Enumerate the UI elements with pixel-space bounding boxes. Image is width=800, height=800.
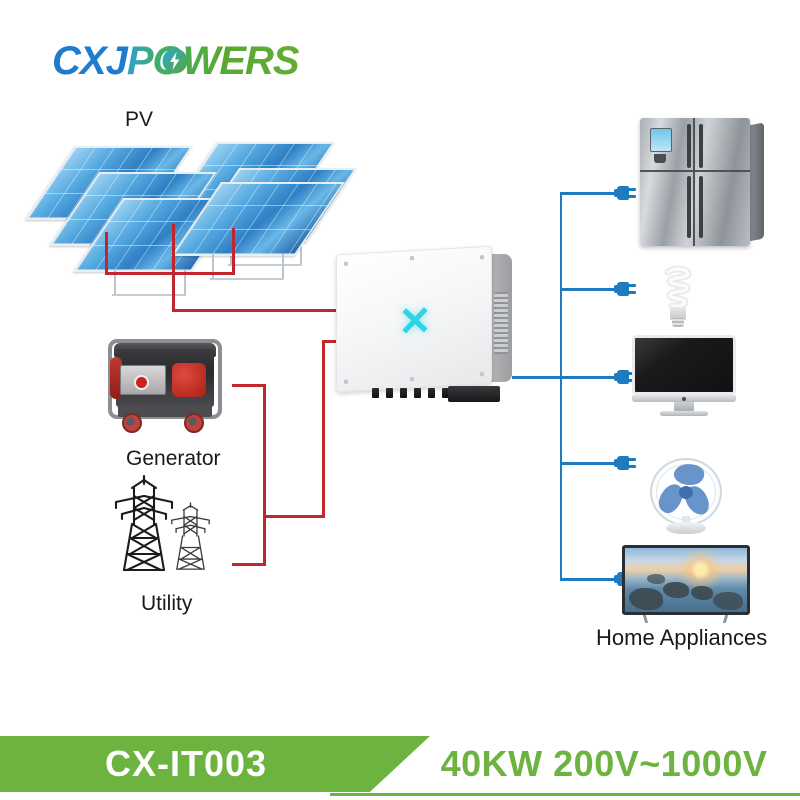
solar-inverter: ✕ xyxy=(336,245,512,402)
logo-text-green: POWERS xyxy=(126,39,300,83)
utility-wire-out xyxy=(232,563,266,566)
utility-grid-towers xyxy=(110,474,228,578)
pv-wire-bus-drop xyxy=(172,272,175,312)
banner-green-shape xyxy=(0,736,430,792)
table-fan xyxy=(648,458,724,540)
branch-monitor xyxy=(560,376,622,379)
logo-text-blue: CXJ xyxy=(52,39,128,83)
branch-fan xyxy=(560,462,622,465)
pv-wire-right-drop xyxy=(232,228,235,274)
pv-wire-bus xyxy=(105,272,235,275)
branch-refrigerator xyxy=(560,192,622,195)
transmission-tower-icon xyxy=(114,474,210,572)
plug-icon xyxy=(614,184,636,202)
tv-screen-image xyxy=(625,548,747,612)
solar-panel xyxy=(171,182,345,280)
computer-monitor xyxy=(632,335,736,417)
television xyxy=(622,545,750,623)
product-model-text: CX-IT003 xyxy=(104,743,268,784)
brand-logo: CXJPOWERS xyxy=(52,38,300,84)
refrigerator xyxy=(640,118,764,246)
branch-light-bulb xyxy=(560,288,622,291)
generator-label: Generator xyxy=(126,447,221,470)
ac-in-wire-to-inverter xyxy=(322,340,344,343)
inverter-terminal-block xyxy=(448,386,500,402)
spiral-tube-icon xyxy=(664,265,692,309)
pv-wire-left-drop xyxy=(105,232,108,274)
plug-icon xyxy=(614,280,636,298)
generator-wire-out xyxy=(232,384,266,387)
product-banner: CX-IT003 40KW 200V~1000V xyxy=(0,736,800,800)
inverter-x-logo: ✕ xyxy=(398,299,432,345)
cfl-light-bulb xyxy=(655,265,701,327)
solar-panel xyxy=(73,198,241,296)
ac-out-bus xyxy=(560,192,562,580)
pv-wire-mid-drop xyxy=(172,224,175,274)
home-appliances-label: Home Appliances xyxy=(596,625,768,650)
plug-icon xyxy=(614,454,636,472)
generator-wire-down xyxy=(263,384,266,566)
logo-bolt-icon xyxy=(162,48,188,74)
utility-label: Utility xyxy=(141,592,193,615)
pv-wire-to-inverter xyxy=(172,309,336,312)
branch-television xyxy=(560,578,622,581)
ac-in-wire-riser xyxy=(322,340,325,518)
pv-label: PV xyxy=(125,108,154,131)
ac-in-wire-join xyxy=(263,515,325,518)
product-spec-text: 40KW 200V~1000V xyxy=(440,743,768,784)
banner-underline xyxy=(330,793,800,796)
diesel-generator xyxy=(108,335,222,435)
